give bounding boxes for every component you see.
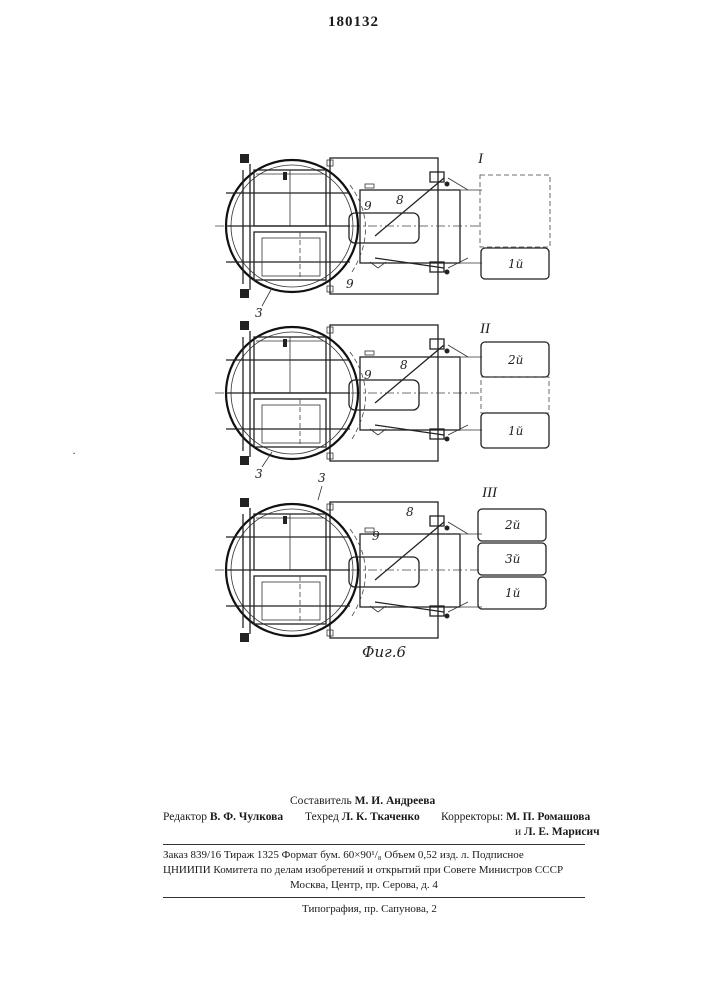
correctors-line: Корректоры: М. П. Ромашова [441, 811, 590, 823]
cargo-label-3: 3й [505, 552, 520, 566]
callout-3: 3 [255, 306, 263, 320]
editor-line: Редактор В. Ф. Чулкова [163, 811, 283, 823]
unit-position-2 [215, 321, 482, 465]
callout-3: 3 [318, 471, 326, 485]
cargo-label-2: 2й [504, 518, 520, 532]
callout-9: 9 [372, 529, 380, 543]
editor-name: В. Ф. Чулкова [210, 811, 283, 823]
callout-8: 8 [406, 505, 414, 519]
position-label-2: II [479, 321, 491, 337]
cargo-label-1: 1й [508, 424, 523, 438]
callout-9: 9 [364, 199, 372, 213]
correctors-label: Корректоры: [441, 811, 503, 823]
callout-9: 9 [346, 277, 354, 291]
techred-label: Техред [305, 811, 339, 823]
unit-position-3 [215, 498, 482, 642]
corrector-2: Л. Е. Марисич [524, 826, 600, 838]
cargo-label-1: 1й [508, 257, 523, 271]
corrector-2-prefix: и [515, 826, 521, 838]
svg-text:˙: ˙ [70, 451, 76, 465]
corrector-1: М. П. Ромашова [506, 811, 590, 823]
compiler-label: Составитель [290, 795, 352, 807]
printing-line: Типография, пр. Сапунова, 2 [302, 903, 437, 915]
order-line: Заказ 839/16 Тираж 1325 Формат бум. 60×9… [163, 849, 524, 861]
position-label-1: I [477, 151, 484, 167]
divider [163, 844, 585, 845]
compiler-name: М. И. Андреева [355, 795, 436, 807]
compiler-line: Составитель М. И. Андреева [290, 795, 435, 807]
divider [163, 897, 585, 898]
address-line: Москва, Центр, пр. Серова, д. 4 [290, 879, 438, 891]
corrector-2-line: и Л. Е. Марисич [515, 826, 600, 838]
dashed-slot [481, 377, 549, 413]
position-label-3: III [481, 485, 498, 501]
callout-3: 3 [255, 467, 263, 481]
org-line: ЦНИИПИ Комитета по делам изобретений и о… [163, 864, 563, 876]
dashed-slot [480, 175, 550, 247]
techred-name: Л. К. Ткаченко [342, 811, 420, 823]
callout-9: 9 [364, 368, 372, 382]
figure-caption: Фиг.6 [362, 643, 406, 661]
callout-8: 8 [396, 193, 404, 207]
editor-label: Редактор [163, 811, 207, 823]
cargo-label-1: 1й [505, 586, 520, 600]
techred-line: Техред Л. К. Ткаченко [305, 811, 420, 823]
cargo-label-2: 2й [507, 353, 523, 367]
callout-8: 8 [400, 358, 408, 372]
